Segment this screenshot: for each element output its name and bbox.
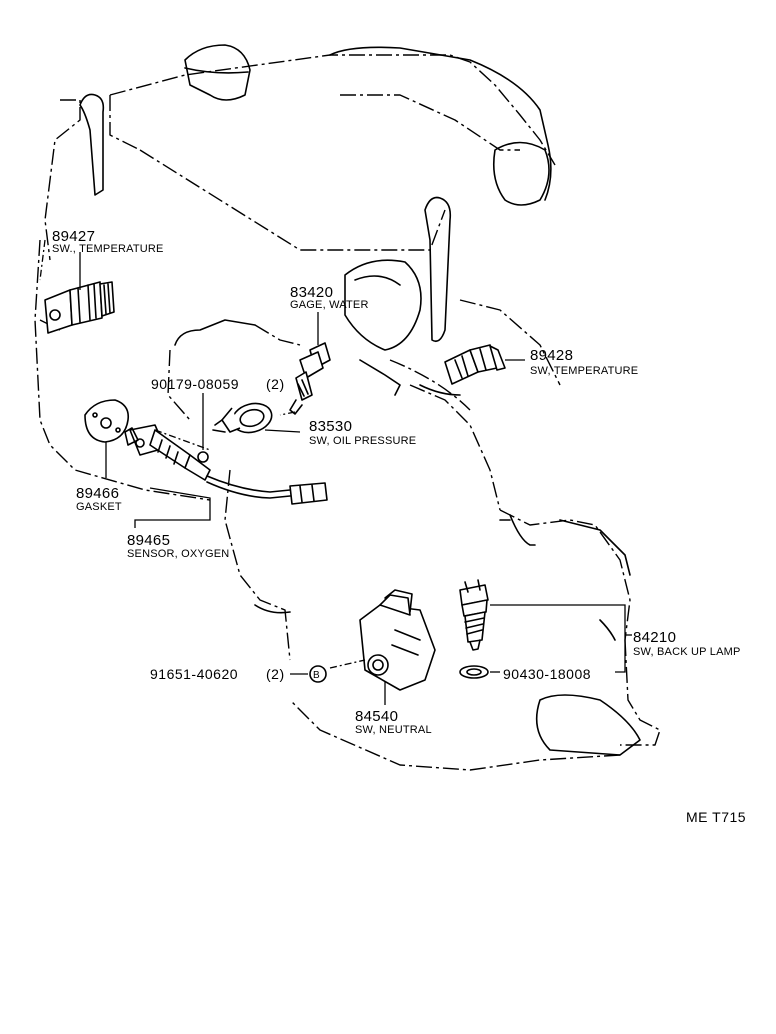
part-89427-temperature-switch bbox=[39, 239, 115, 334]
part-91651-40620-bolt bbox=[290, 665, 327, 683]
label-89428-number: 89428 bbox=[530, 347, 573, 364]
part-84540-neutral-switch bbox=[329, 589, 436, 705]
callout-marker-b: B bbox=[313, 670, 320, 681]
label-84210-number: 84210 bbox=[633, 629, 676, 646]
label-90179-qty: (2) bbox=[266, 376, 285, 392]
label-89428-desc: SW, TEMPERATURE bbox=[530, 365, 638, 377]
part-labels: 89427 SW., TEMPERATURE 83420 GAGE, WATER… bbox=[52, 228, 746, 825]
part-90179-08059-nut bbox=[197, 393, 209, 463]
label-84540-number: 84540 bbox=[355, 708, 398, 725]
label-89427-desc: SW., TEMPERATURE bbox=[52, 243, 164, 255]
label-83530-number: 83530 bbox=[309, 418, 352, 435]
part-83420-water-gage bbox=[279, 312, 331, 416]
label-91651-number: 91651-40620 bbox=[150, 666, 238, 682]
diagram-code: ME T715 bbox=[686, 809, 746, 825]
label-89465-number: 89465 bbox=[127, 532, 170, 549]
part-83530-oil-pressure-switch bbox=[212, 402, 301, 434]
label-83420-desc: GAGE, WATER bbox=[290, 299, 369, 311]
label-91651-qty: (2) bbox=[266, 666, 285, 682]
label-83420-number: 83420 bbox=[290, 284, 333, 301]
label-89427-number: 89427 bbox=[52, 228, 95, 245]
label-89466-desc: GASKET bbox=[76, 501, 122, 513]
part-89466-gasket bbox=[84, 399, 130, 478]
label-84540-desc: SW, NEUTRAL bbox=[355, 724, 432, 736]
part-89465-oxygen-sensor bbox=[124, 424, 328, 528]
part-84210-back-up-lamp-switch bbox=[459, 579, 632, 679]
engine-outline bbox=[34, 44, 661, 771]
label-83530-desc: SW, OIL PRESSURE bbox=[309, 435, 416, 447]
label-90430-number: 90430-18008 bbox=[503, 666, 591, 682]
label-89465-desc: SENSOR, OXYGEN bbox=[127, 548, 229, 560]
part-89428-temperature-switch bbox=[444, 344, 525, 385]
label-90179-number: 90179-08059 bbox=[151, 376, 239, 392]
label-84210-desc: SW, BACK UP LAMP bbox=[633, 646, 741, 658]
label-89466-number: 89466 bbox=[76, 485, 119, 502]
